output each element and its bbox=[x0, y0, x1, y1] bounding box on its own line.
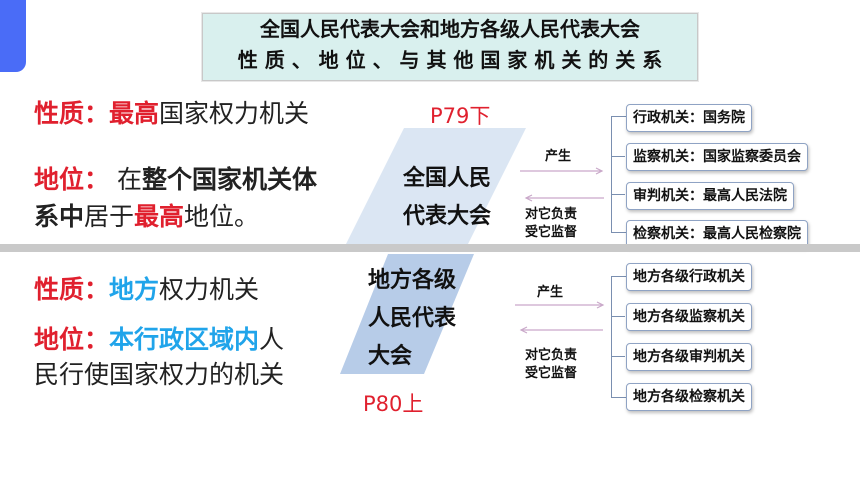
local-nature-label: 性质： bbox=[34, 275, 110, 304]
local-bracket bbox=[611, 276, 626, 398]
local-page-ref: P80上 bbox=[363, 392, 424, 416]
local-organ-court: 地方各级审判机关 bbox=[626, 343, 752, 371]
national-nature-rest: 国家权力机关 bbox=[159, 99, 310, 128]
national-body-line-2: 代表大会 bbox=[403, 204, 492, 229]
title-line-2: 性 质 、 地 位 、 与 其 他 国 家 机 关 的 关 系 bbox=[237, 48, 663, 72]
national-position-post: 地位。 bbox=[184, 202, 260, 231]
slide-title: 全国人民代表大会和地方各级人民代表大会 性 质 、 地 位 、 与 其 他 国 … bbox=[202, 13, 698, 81]
national-position: 地位： 在整个国家机关体 系中居于最高地位。 bbox=[34, 161, 317, 235]
national-body-shape bbox=[346, 128, 526, 244]
local-relation-line-1: 对它负责 bbox=[525, 348, 578, 363]
section-divider bbox=[0, 244, 860, 252]
national-position-bold1: 整个国家机关体 bbox=[141, 165, 317, 194]
national-position-label: 地位： bbox=[34, 165, 110, 194]
local-position: 地位：本行政区域内人 民行使国家权力的机关 bbox=[34, 322, 284, 392]
local-nature-highlight: 地方 bbox=[109, 275, 160, 304]
national-arrows bbox=[520, 167, 604, 202]
local-position-rest-1: 人 bbox=[259, 325, 285, 354]
local-relation: 对它负责 受它监督 bbox=[525, 347, 577, 383]
local-arrows bbox=[515, 301, 605, 334]
national-nature-label: 性质： bbox=[34, 99, 110, 128]
local-nature-rest: 权力机关 bbox=[159, 275, 260, 304]
national-body-line-1: 全国人民 bbox=[403, 166, 492, 191]
title-line-1: 全国人民代表大会和地方各级人民代表大会 bbox=[260, 17, 640, 41]
national-body-label: 全国人民 代表大会 bbox=[403, 160, 491, 236]
national-position-pre: 在 bbox=[109, 165, 142, 194]
national-relation: 对它负责 受它监督 bbox=[525, 206, 577, 242]
national-organ-admin: 行政机关：国务院 bbox=[626, 104, 752, 132]
local-produce-label: 产生 bbox=[537, 285, 564, 300]
local-body-label: 地方各级 人民代表 大会 bbox=[368, 262, 456, 376]
national-nature-highlight: 最高 bbox=[109, 99, 160, 128]
national-position-mid: 居于 bbox=[84, 202, 135, 231]
local-position-rest-2: 民行使国家权力的机关 bbox=[34, 360, 285, 389]
local-body-line-2: 人民代表 bbox=[368, 306, 457, 331]
accent-bar bbox=[0, 0, 26, 72]
national-produce-label: 产生 bbox=[545, 149, 572, 164]
national-position-bold2: 系中 bbox=[34, 202, 85, 231]
national-page-ref: P79下 bbox=[430, 104, 491, 128]
local-organ-procuratorate: 地方各级检察机关 bbox=[626, 383, 752, 411]
national-relation-line-1: 对它负责 bbox=[525, 207, 578, 222]
local-bracket-tick bbox=[611, 316, 625, 317]
national-nature: 性质：最高国家权力机关 bbox=[34, 94, 309, 130]
national-organ-supervision: 监察机关：国家监察委员会 bbox=[626, 143, 808, 171]
body-shapes bbox=[340, 128, 526, 374]
local-position-highlight: 本行政区域内 bbox=[109, 325, 260, 354]
national-position-highlight: 最高 bbox=[134, 202, 185, 231]
local-relation-line-2: 受它监督 bbox=[525, 366, 578, 381]
national-relation-line-2: 受它监督 bbox=[525, 225, 578, 240]
national-bracket-tick bbox=[611, 194, 625, 195]
national-bracket bbox=[611, 116, 626, 233]
national-organ-court: 审判机关：最高人民法院 bbox=[626, 182, 794, 210]
local-position-label: 地位： bbox=[34, 325, 110, 354]
local-body-line-1: 地方各级 bbox=[368, 268, 457, 293]
national-bracket-tick bbox=[611, 156, 625, 157]
local-bracket-tick bbox=[611, 356, 625, 357]
local-organ-supervision: 地方各级监察机关 bbox=[626, 303, 752, 331]
local-body-line-3: 大会 bbox=[368, 344, 413, 369]
local-organ-admin: 地方各级行政机关 bbox=[626, 263, 752, 291]
local-nature: 性质：地方权力机关 bbox=[34, 270, 259, 306]
local-body-shape bbox=[340, 254, 474, 374]
